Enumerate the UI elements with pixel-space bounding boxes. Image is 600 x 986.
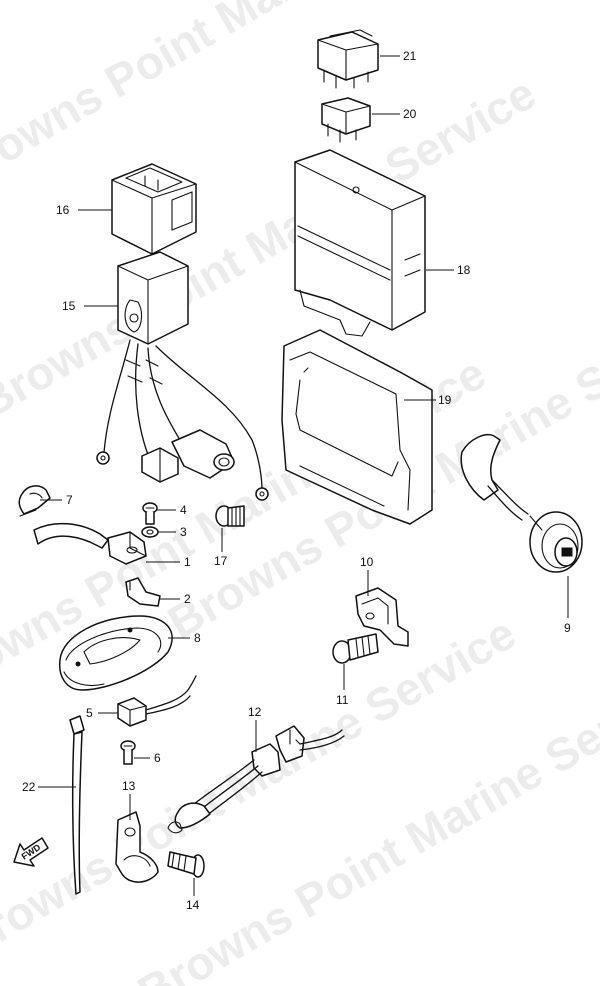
part-8-cover bbox=[58, 615, 173, 691]
part-4-screw bbox=[142, 502, 158, 525]
part-18-ecm-unit bbox=[294, 149, 426, 337]
part-12-harness-lead bbox=[167, 725, 345, 834]
callout-3: 3 bbox=[180, 525, 187, 539]
callout-7: 7 bbox=[66, 493, 73, 507]
part-20-relay bbox=[321, 97, 371, 143]
part-5-sensor-switch bbox=[117, 675, 197, 727]
callout-12: 12 bbox=[248, 705, 262, 719]
part-17-bolt bbox=[215, 505, 245, 527]
part-2-terminal-clip bbox=[125, 577, 161, 607]
callout-15: 15 bbox=[62, 299, 76, 313]
part-16-rectifier-cover bbox=[111, 163, 197, 255]
callout-14: 14 bbox=[186, 898, 200, 912]
leader-lines bbox=[38, 55, 569, 896]
part-6-screw bbox=[120, 740, 136, 765]
callout-9: 9 bbox=[564, 621, 571, 635]
part-22-cable-tie bbox=[69, 715, 85, 895]
callout-10: 10 bbox=[360, 555, 374, 569]
callout-21: 21 bbox=[403, 49, 417, 63]
callout-11: 11 bbox=[336, 693, 349, 707]
callout-labels: 21 20 16 18 15 19 7 4 3 1 2 17 8 10 9 11… bbox=[22, 49, 571, 912]
part-3-washer bbox=[141, 526, 159, 538]
callout-5: 5 bbox=[86, 706, 93, 720]
callout-22: 22 bbox=[22, 780, 36, 794]
callout-19: 19 bbox=[438, 393, 452, 407]
callout-20: 20 bbox=[403, 107, 417, 121]
part-13-clamp bbox=[115, 811, 159, 883]
part-9-diagnostic-cap bbox=[460, 434, 583, 573]
part-19-ecm-cover bbox=[281, 329, 433, 525]
callout-13: 13 bbox=[122, 779, 136, 793]
part-21-relay bbox=[317, 29, 379, 89]
part-7-wire-clamp bbox=[18, 485, 51, 517]
part-1-ground-lead bbox=[33, 522, 147, 565]
callout-4: 4 bbox=[180, 503, 187, 517]
callout-2: 2 bbox=[184, 592, 191, 606]
part-10-bracket bbox=[355, 587, 409, 647]
callout-8: 8 bbox=[194, 631, 201, 645]
callout-18: 18 bbox=[457, 263, 471, 277]
part-15-rectifier-regulator bbox=[96, 251, 269, 501]
forward-arrow-icon: FWD bbox=[13, 837, 49, 867]
callout-1: 1 bbox=[184, 555, 191, 569]
part-14-screw bbox=[167, 851, 205, 878]
callout-16: 16 bbox=[56, 203, 70, 217]
callout-17: 17 bbox=[214, 554, 228, 568]
callout-6: 6 bbox=[154, 751, 161, 765]
part-11-bolt bbox=[332, 633, 379, 664]
